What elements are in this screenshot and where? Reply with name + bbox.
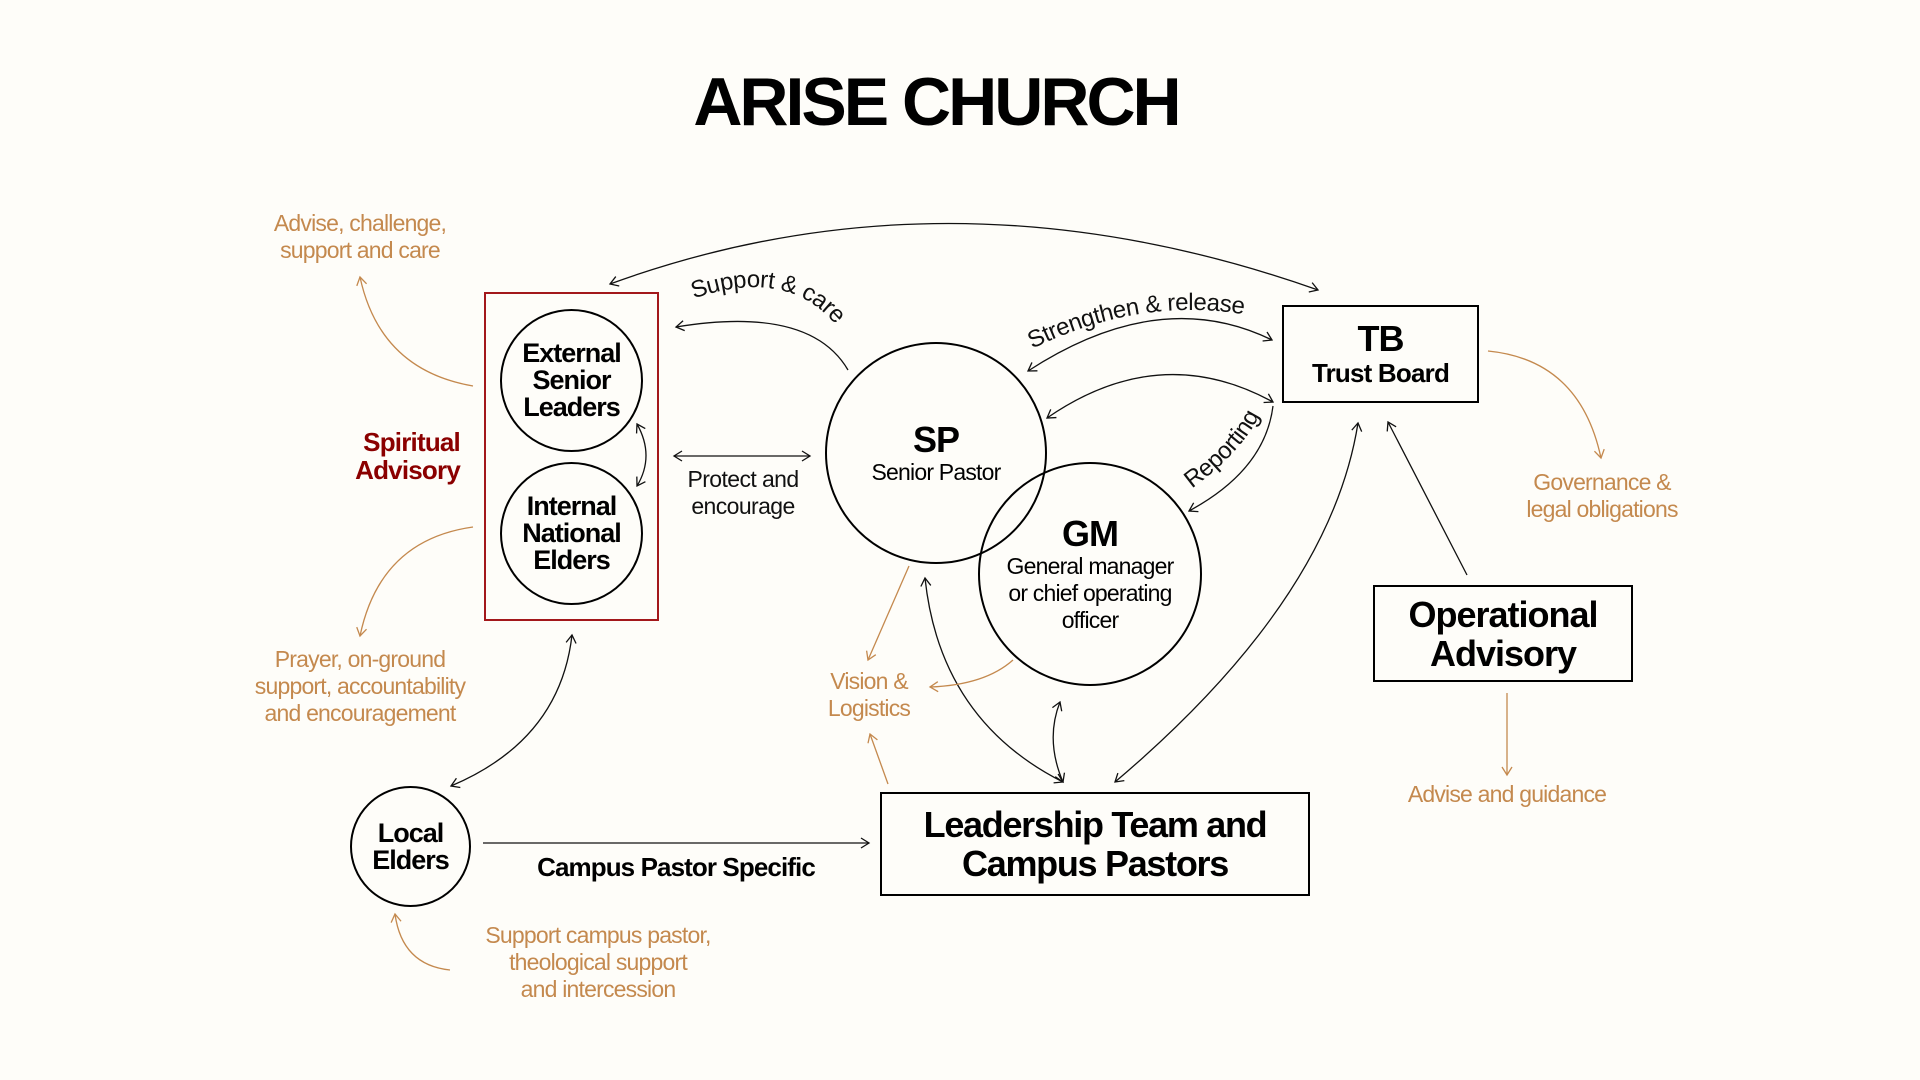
arrow-prayer [356, 526, 474, 638]
arc-leadership-sp [920, 576, 1065, 784]
senior-pastor-name: Senior Pastor [871, 458, 1002, 485]
page-title: ARISE CHURCH [693, 64, 1181, 140]
general-manager-abbr: GM [1062, 512, 1119, 554]
arc-external-internal [635, 422, 647, 488]
arrow-governance [1487, 350, 1605, 460]
label-protect-encourage: Protect and encourage [687, 466, 799, 519]
arrow-advise-challenge [356, 275, 474, 387]
local-elders-node[interactable]: Local Elders [350, 786, 471, 907]
arrow-leadership-vision [867, 732, 889, 785]
annotation-vision-logistics: Vision & Logistics [827, 668, 911, 721]
annotation-advise-guidance: Advise and guidance [1407, 781, 1607, 807]
label-campus-pastor-specific: Campus Pastor Specific [537, 852, 816, 882]
arc-leadership-gm [1052, 700, 1066, 784]
trust-board-abbr: TB [1357, 318, 1405, 359]
label-support-care: Support & care [687, 266, 850, 328]
leadership-team-node[interactable]: Leadership Team and Campus Pastors [880, 792, 1310, 896]
arc-local-spiritual [449, 633, 577, 789]
annotation-support-campus: Support campus pastor, theological suppo… [485, 922, 711, 1002]
arc-leadership-trustboard [1114, 421, 1363, 783]
external-senior-leaders-node[interactable]: External Senior Leaders [500, 309, 643, 452]
arc-strengthen-release [1026, 317, 1274, 372]
arrow-support-campus [390, 912, 451, 971]
arc-support-care [674, 320, 849, 371]
trust-board-node[interactable]: TB Trust Board [1282, 305, 1479, 403]
operational-advisory-node[interactable]: Operational Advisory [1373, 585, 1633, 682]
arc-spiritual-trustboard [608, 222, 1320, 293]
annotation-advise-challenge: Advise, challenge, support and care [273, 210, 447, 263]
label-reporting: Reporting [1179, 405, 1265, 493]
arrow-gm-vision [928, 659, 1014, 693]
general-manager-node[interactable]: GM General manager or chief operating of… [978, 462, 1202, 686]
annotation-governance: Governance & legal obligations [1526, 469, 1678, 522]
senior-pastor-abbr: SP [912, 418, 960, 460]
spiritual-advisory-label: Spiritual Advisory [355, 427, 461, 485]
arc-sp-trustboard [1045, 373, 1275, 419]
arrow-operational-trustboard [1386, 420, 1468, 576]
annotation-prayer: Prayer, on-ground support, accountabilit… [254, 646, 466, 726]
spiritual-advisory-box [484, 292, 659, 621]
arrow-sp-vision [865, 565, 910, 662]
trust-board-name: Trust Board [1311, 358, 1450, 388]
senior-pastor-node[interactable]: SP Senior Pastor [825, 342, 1047, 564]
internal-national-elders-node[interactable]: Internal National Elders [500, 462, 643, 605]
